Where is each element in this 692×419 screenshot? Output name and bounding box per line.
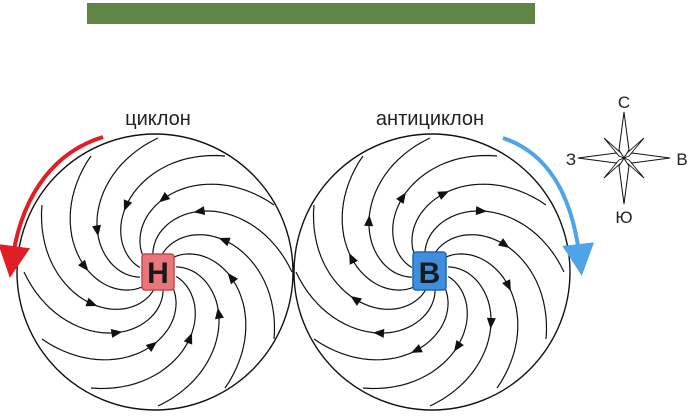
anticyclone-flow-arrowhead [475, 206, 487, 216]
cyclone-label: циклон [125, 108, 191, 130]
anticyclone-streamline [411, 183, 547, 260]
anticyclone-flow-arrowhead [502, 279, 511, 291]
cyclone-streamline [139, 183, 275, 260]
cyclone-flow-arrowhead [123, 199, 133, 212]
anticyclone-streamline [313, 284, 449, 361]
cyclone-streamline [170, 253, 247, 389]
header-band [87, 3, 535, 24]
anticyclone-flow-arrowhead [350, 296, 362, 306]
cyclone-flow-arrowhead [145, 341, 158, 352]
cyclone-flow-arrowhead [85, 297, 98, 307]
compass-west: З [566, 150, 576, 169]
compass-north: С [618, 93, 630, 112]
anticyclone-flow-arrowhead [396, 192, 406, 204]
anticyclone-flow-arrowhead [437, 191, 449, 200]
compass-south: Ю [615, 208, 632, 227]
cyclone-streamline [69, 155, 146, 291]
low-pressure-center: Н [141, 253, 175, 291]
clockwise-arrow-icon [502, 136, 595, 276]
low-pressure-label: Н [147, 257, 169, 290]
anticyclone-label: антициклон [376, 108, 484, 130]
cyclone-flow-arrowhead [92, 224, 101, 237]
cyclone-flow-arrowhead [158, 192, 171, 203]
cyclone-flow-lines [23, 137, 293, 407]
anticyclone-flow-arrowhead [364, 215, 374, 227]
anticyclone-flow-arrowhead [349, 253, 358, 265]
cyclone-flow-arrowhead [183, 332, 193, 345]
cyclone-flow-arrowhead [193, 206, 206, 215]
anticyclone-flow-arrowhead [498, 238, 510, 248]
anticyclone-flow-arrowhead [411, 344, 423, 353]
cyclone-flow-arrowhead [215, 307, 224, 320]
anticyclone-streamline [341, 155, 418, 291]
anticyclone-flow-arrowhead [486, 317, 496, 329]
cyclone-flow-arrowhead [227, 272, 238, 285]
high-pressure-label: В [419, 257, 441, 290]
counterclockwise-arrow-icon [0, 135, 104, 278]
anticyclone-flow-arrowhead [454, 340, 464, 352]
high-pressure-center: В [412, 251, 447, 291]
compass-rose-icon: С Ю З В [566, 93, 688, 227]
cyclone-flow-arrowhead [78, 259, 89, 272]
cyclone-flow-arrowhead [110, 329, 123, 338]
cyclone-streamline [41, 284, 177, 361]
anticyclone-flow-arrowhead [373, 328, 385, 338]
anticyclone-streamline [442, 253, 519, 389]
compass-east: В [676, 150, 687, 169]
cyclone-flow-arrowhead [218, 237, 231, 247]
anticyclone-flow-lines [295, 137, 565, 407]
